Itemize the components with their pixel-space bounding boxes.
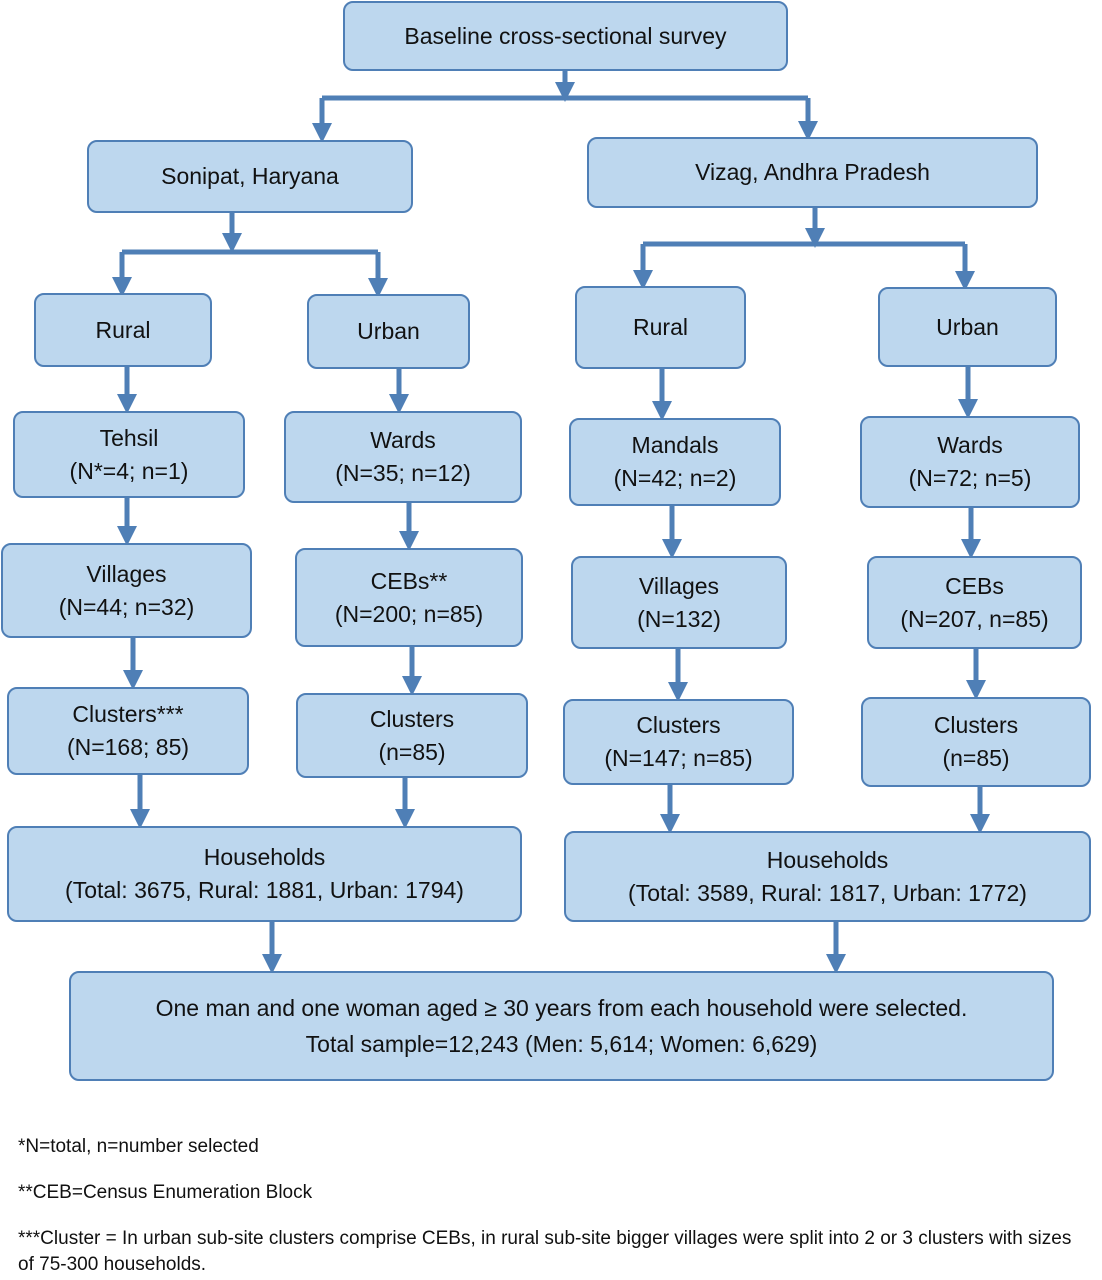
vizag-mandals-box: Mandals (N=42; n=2) [569, 418, 781, 506]
sonipat-urban-clusters-box: Clusters (n=85) [296, 693, 528, 778]
vizag-villages-detail: (N=132) [637, 605, 721, 632]
total-sample-box: One man and one woman aged ≥ 30 years fr… [69, 971, 1054, 1081]
sonipat-urban-clusters-detail: (n=85) [378, 738, 446, 765]
vizag-wards-box: Wards (N=72; n=5) [860, 416, 1080, 508]
total-sample-text: Total sample=12,243 (Men: 5,614; Women: … [305, 1031, 818, 1057]
vizag-wards-title: Wards [937, 432, 1003, 458]
sonipat-cebs-detail: (N=200; n=85) [334, 600, 484, 627]
footnote-ceb-definition: **CEB=Census Enumeration Block [18, 1182, 313, 1203]
vizag-villages-box: Villages (N=132) [571, 556, 787, 649]
sonipat-cebs-title: CEBs** [370, 567, 448, 594]
baseline-survey-box: Baseline cross-sectional survey [343, 1, 788, 71]
site-sonipat-box: Sonipat, Haryana [87, 140, 413, 213]
sonipat-urban-clusters-title: Clusters [369, 705, 455, 732]
site-vizag-box: Vizag, Andhra Pradesh [587, 137, 1038, 208]
vizag-urban-clusters-detail: (n=85) [942, 745, 1010, 771]
sonipat-wards-detail: (N=35; n=12) [335, 460, 471, 486]
vizag-villages-title: Villages [638, 572, 720, 599]
vizag-households-detail: (Total: 3589, Rural: 1817, Urban: 1772) [628, 879, 1027, 906]
sonipat-rural-clusters-detail: (N=168; 85) [66, 734, 190, 760]
sonipat-tehsil-detail: (N*=4; n=1) [69, 457, 189, 484]
baseline-survey-label: Baseline cross-sectional survey [404, 22, 727, 49]
sonipat-rural-box: Rural [34, 293, 212, 367]
sonipat-wards-box: Wards (N=35; n=12) [284, 411, 522, 503]
connector-arrows [112, 70, 990, 974]
vizag-wards-detail: (N=72; n=5) [908, 465, 1032, 491]
vizag-rural-label: Rural [633, 314, 688, 340]
sonipat-rural-label: Rural [95, 316, 151, 343]
sonipat-tehsil-title: Tehsil [99, 424, 159, 451]
vizag-rural-clusters-title: Clusters [636, 712, 721, 738]
vizag-urban-label: Urban [936, 313, 999, 340]
sonipat-households-detail: (Total: 3675, Rural: 1881, Urban: 1794) [65, 877, 464, 903]
vizag-cebs-detail: (N=207, n=85) [900, 605, 1049, 632]
vizag-urban-box: Urban [878, 287, 1057, 367]
vizag-households-title: Households [766, 846, 889, 873]
vizag-rural-clusters-detail: (N=147; n=85) [604, 745, 753, 771]
sonipat-urban-label: Urban [357, 318, 420, 344]
vizag-urban-clusters-title: Clusters [933, 712, 1019, 738]
sonipat-tehsil-box: Tehsil (N*=4; n=1) [13, 411, 245, 498]
footnote-cluster-definition: ***Cluster = In urban sub-site clusters … [18, 1228, 1072, 1275]
vizag-cebs-box: CEBs (N=207, n=85) [867, 556, 1082, 649]
sonipat-rural-clusters-box: Clusters*** (N=168; 85) [7, 687, 249, 775]
sonipat-households-title: Households [203, 844, 326, 870]
sonipat-villages-title: Villages [86, 560, 167, 587]
sonipat-urban-box: Urban [307, 294, 470, 369]
vizag-urban-clusters-box: Clusters (n=85) [861, 697, 1091, 787]
vizag-households-box: Households (Total: 3589, Rural: 1817, Ur… [564, 831, 1091, 922]
footnote-n-definition: *N=total, n=number selected [18, 1136, 259, 1157]
sonipat-villages-detail: (N=44; n=32) [58, 593, 195, 620]
vizag-rural-box: Rural [575, 286, 746, 369]
sonipat-wards-title: Wards [370, 427, 436, 453]
selection-criteria-text: One man and one woman aged ≥ 30 years fr… [155, 995, 968, 1021]
vizag-rural-clusters-box: Clusters (N=147; n=85) [563, 699, 794, 785]
vizag-mandals-title: Mandals [631, 432, 719, 458]
site-vizag-label: Vizag, Andhra Pradesh [695, 159, 930, 185]
sonipat-households-box: Households (Total: 3675, Rural: 1881, Ur… [7, 826, 522, 922]
vizag-cebs-title: CEBs [945, 572, 1004, 599]
site-sonipat-label: Sonipat, Haryana [161, 163, 339, 189]
sonipat-rural-clusters-title: Clusters*** [72, 701, 184, 727]
sonipat-cebs-box: CEBs** (N=200; n=85) [295, 548, 523, 647]
sonipat-villages-box: Villages (N=44; n=32) [1, 543, 252, 638]
vizag-mandals-detail: (N=42; n=2) [613, 465, 737, 491]
